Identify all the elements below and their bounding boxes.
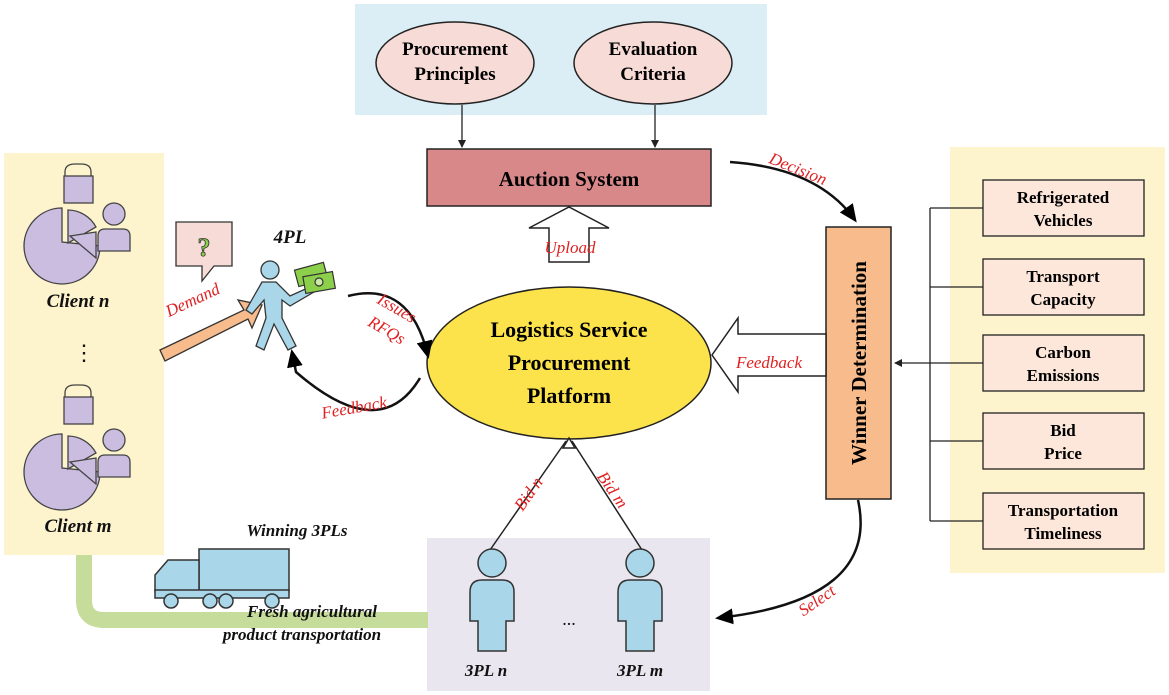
criterion-5-line2: Timeliness <box>1024 524 1102 543</box>
question-bubble-icon: ? <box>175 221 233 283</box>
platform-line1: Logistics Service <box>490 317 647 342</box>
criterion-1-line1: Refrigerated <box>1017 188 1110 207</box>
upload-arrow <box>528 206 610 263</box>
winning-3pls-label: Winning 3PLs <box>247 521 348 540</box>
criterion-2-line1: Transport <box>1026 267 1100 286</box>
procurement-principles-node: Procurement Principles <box>375 21 535 105</box>
procurement-principles-line1: Procurement <box>402 39 509 60</box>
demand-label: Demand <box>162 279 224 321</box>
criterion-2-line2: Capacity <box>1030 290 1096 309</box>
criterion-transport-capacity: Transport Capacity <box>982 258 1145 316</box>
tpl-m-label: 3PL m <box>616 661 663 680</box>
fresh-transport-line2: product transportation <box>221 625 381 644</box>
bid-m-label: Bid m <box>593 468 632 512</box>
transport-road <box>76 555 428 628</box>
select-label: Select <box>795 580 840 620</box>
question-mark: ? <box>198 233 211 262</box>
winner-determination-label: Winner Determination <box>847 261 871 465</box>
evaluation-criteria-node: Evaluation Criteria <box>573 21 733 105</box>
criteria-connector <box>894 207 983 522</box>
platform-node: Logistics Service Procurement Platform <box>426 286 712 440</box>
fourpl-label: 4PL <box>273 227 307 248</box>
client-m-label: Client m <box>44 516 111 537</box>
criterion-5-line1: Transportation <box>1008 501 1119 520</box>
criterion-1-line2: Vehicles <box>1034 211 1093 230</box>
bid-n-label: Bid n <box>510 474 546 515</box>
decision-arrow <box>729 160 857 223</box>
criterion-3-line2: Emissions <box>1027 366 1100 385</box>
winner-determination-box: Winner Determination <box>825 226 892 500</box>
platform-line3: Platform <box>527 383 611 408</box>
platform-line2: Procurement <box>508 350 631 375</box>
criterion-4-line2: Price <box>1044 444 1082 463</box>
bid-n-line <box>489 440 567 551</box>
client-n-label: Client n <box>47 291 110 312</box>
fresh-transport-line1: Fresh agricultural <box>246 602 377 621</box>
decision-label: Decision <box>766 148 830 189</box>
criterion-bid-price: Bid Price <box>982 412 1145 470</box>
criterion-refrigerated-vehicles: Refrigerated Vehicles <box>982 179 1145 237</box>
auction-system-box: Auction System <box>426 148 712 207</box>
tpl-n-label: 3PL n <box>464 661 507 680</box>
select-arrow <box>715 499 862 625</box>
tpl-ellipsis: ... <box>562 609 576 629</box>
evaluation-criteria-line2: Criteria <box>620 64 686 85</box>
client-n-icon <box>23 163 131 285</box>
client-m-icon <box>23 384 131 511</box>
upload-label: Upload <box>545 238 597 257</box>
client-ellipsis: ⋮ <box>73 340 95 365</box>
criterion-transportation-timeliness: Transportation Timeliness <box>982 492 1145 550</box>
procurement-principles-line2: Principles <box>414 64 495 85</box>
truck-icon <box>154 548 290 609</box>
evaluation-criteria-line1: Evaluation <box>609 39 698 60</box>
criterion-3-line1: Carbon <box>1035 343 1091 362</box>
feedback-right-arrow <box>711 315 827 395</box>
criterion-4-line1: Bid <box>1050 421 1076 440</box>
demand-arrow <box>159 299 263 362</box>
bid-arrowhead <box>561 436 577 449</box>
tpl-m-person-icon <box>617 548 663 652</box>
bid-m-line <box>571 440 643 551</box>
tpl-n-person-icon <box>469 548 515 652</box>
feedback-left-arrow <box>287 349 422 412</box>
auction-system-label: Auction System <box>499 167 640 191</box>
money-icon <box>293 261 337 295</box>
criterion-carbon-emissions: Carbon Emissions <box>982 334 1145 392</box>
fourpl-person-icon <box>245 260 315 351</box>
issues-rfqs-arrow <box>347 291 433 359</box>
feedback-right-label: Feedback <box>735 353 803 372</box>
